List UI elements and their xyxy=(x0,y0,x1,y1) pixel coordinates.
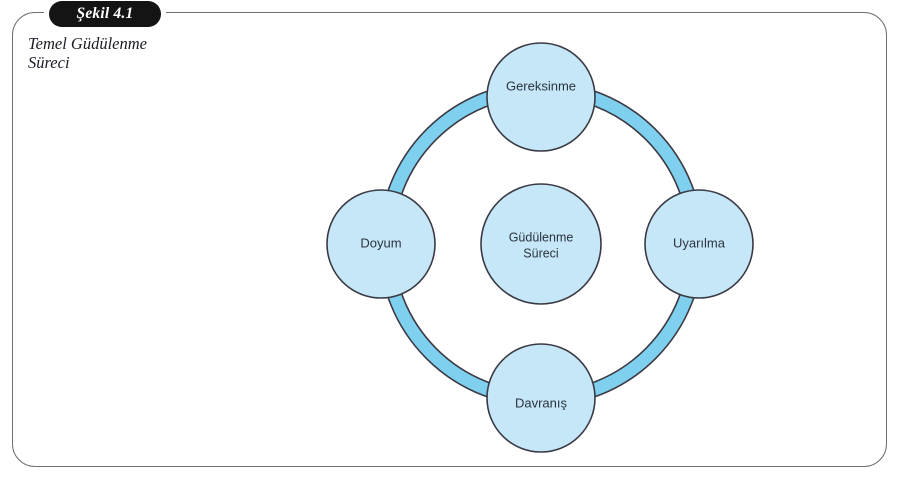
node-uyarilma-circle[interactable] xyxy=(644,189,754,299)
figure-title-line-2: Süreci xyxy=(28,53,70,72)
figure-number-label: Şekil 4.1 xyxy=(76,5,134,23)
node-davranis-circle[interactable] xyxy=(486,343,596,453)
node-gereksinme[interactable]: Gereksinme xyxy=(486,42,596,152)
figure-number-badge: Şekil 4.1 xyxy=(49,1,161,27)
figure-title: Temel Güdülenme Süreci xyxy=(28,34,288,72)
center-node: Güdülenme Süreci xyxy=(480,183,602,305)
center-node-circle xyxy=(480,183,602,305)
node-gereksinme-circle[interactable] xyxy=(486,42,596,152)
node-uyarilma[interactable]: Uyarılma xyxy=(644,189,754,299)
node-davranis-label: Davranış xyxy=(515,395,568,410)
center-node-label-line-1: Güdülenme xyxy=(509,230,574,244)
node-doyum-circle[interactable] xyxy=(326,189,436,299)
node-doyum[interactable]: Doyum xyxy=(326,189,436,299)
center-node-label-line-2: Süreci xyxy=(523,246,558,260)
node-uyarilma-label: Uyarılma xyxy=(673,235,726,250)
node-gereksinme-label: Gereksinme xyxy=(506,78,576,93)
figure-title-line-1: Temel Güdülenme xyxy=(28,34,147,53)
node-doyum-label: Doyum xyxy=(360,235,401,250)
node-davranis[interactable]: Davranış xyxy=(486,343,596,453)
figure-frame xyxy=(12,12,887,467)
